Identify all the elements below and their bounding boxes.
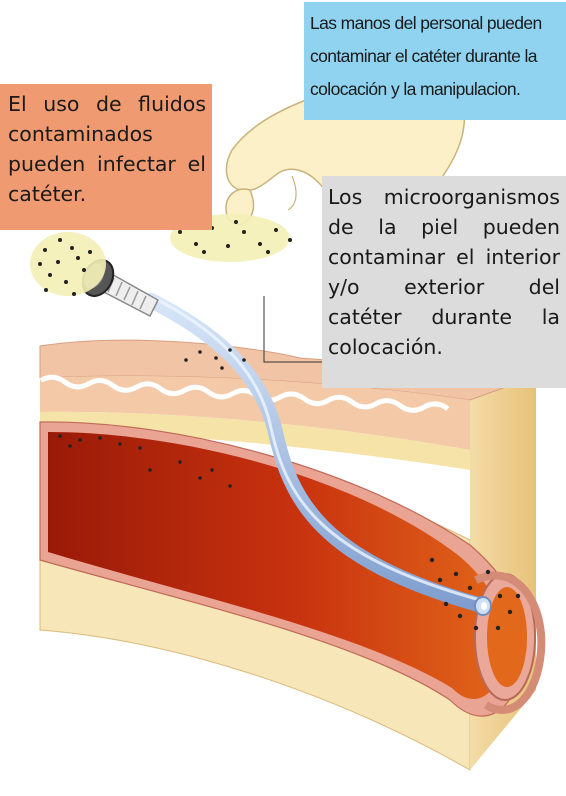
fluids-contamination-label: El uso de fluidos contaminados pueden in… — [0, 84, 212, 230]
vessel-opening-inner — [487, 587, 527, 687]
catheter-tip-lumen — [481, 602, 487, 610]
hands-contamination-label: Las manos del personal pueden contaminar… — [304, 2, 566, 120]
skin-contamination-label: Los microorganismos de la piel pueden co… — [322, 176, 566, 388]
